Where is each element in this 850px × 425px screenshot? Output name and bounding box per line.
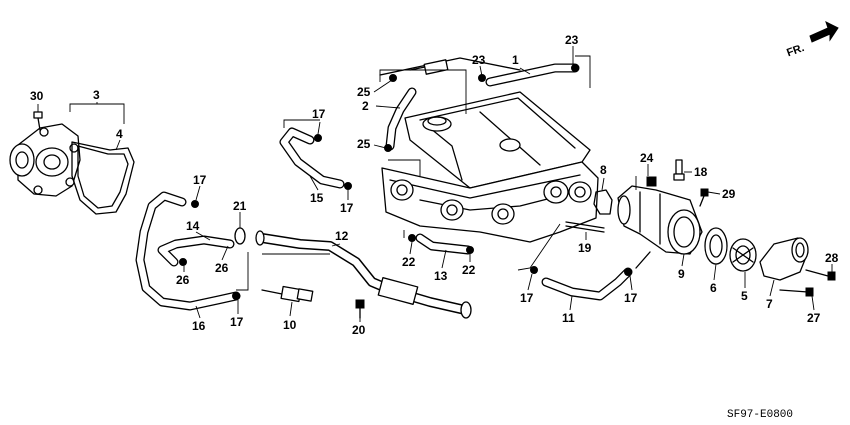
callout-16: 16 xyxy=(192,319,206,333)
callout-13: 13 xyxy=(434,269,448,283)
callout-17b: 17 xyxy=(340,201,354,215)
bolt-20 xyxy=(355,299,365,319)
callout-3: 3 xyxy=(93,88,100,102)
callout-10: 10 xyxy=(283,318,297,332)
water-pump-gasket xyxy=(71,141,135,215)
callout-17c: 17 xyxy=(193,173,207,187)
water-pipe-12 xyxy=(255,230,472,319)
callout-26b: 26 xyxy=(176,273,190,287)
callout-2: 2 xyxy=(362,99,369,113)
temp-sensor-10 xyxy=(261,285,314,303)
stud-19 xyxy=(565,221,605,233)
hose-14 xyxy=(157,235,235,267)
diagram-code: SF97-E0800 xyxy=(727,409,793,421)
callout-11: 11 xyxy=(562,311,575,325)
callout-30: 30 xyxy=(30,89,44,103)
leader-lines xyxy=(37,46,833,322)
callout-24: 24 xyxy=(640,151,654,165)
callout-28: 28 xyxy=(825,251,839,265)
callout-4: 4 xyxy=(116,127,123,141)
callout-7: 7 xyxy=(766,297,773,311)
callout-27: 27 xyxy=(807,311,821,325)
gasket-8 xyxy=(593,189,613,215)
callout-9: 9 xyxy=(678,267,685,281)
front-label: FR. xyxy=(785,42,806,59)
callout-1: 1 xyxy=(512,53,519,67)
callout-21: 21 xyxy=(233,199,247,213)
thermostat-cover-7 xyxy=(759,237,809,281)
callout-26a: 26 xyxy=(215,261,229,275)
bolt-28 xyxy=(805,269,836,281)
callout-22a: 22 xyxy=(402,255,416,269)
callout-5: 5 xyxy=(741,289,748,303)
callout-25a: 25 xyxy=(357,85,371,99)
hose-1 xyxy=(485,63,580,87)
nut-24 xyxy=(646,176,657,187)
callout-8: 8 xyxy=(600,163,607,177)
callout-19: 19 xyxy=(578,241,592,255)
sensor-18 xyxy=(673,159,685,181)
water-pump xyxy=(9,123,81,197)
callout-12: 12 xyxy=(335,229,349,243)
hose-13 xyxy=(415,233,473,255)
callouts: 1 2 3 4 5 6 7 8 9 10 11 12 13 14 15 16 1… xyxy=(30,33,839,337)
callout-29: 29 xyxy=(722,187,736,201)
callout-17a: 17 xyxy=(312,107,326,121)
callout-22b: 22 xyxy=(462,263,476,277)
callout-25b: 25 xyxy=(357,137,371,151)
callout-23b: 23 xyxy=(565,33,579,47)
callout-17e: 17 xyxy=(520,291,534,305)
callout-20: 20 xyxy=(352,323,366,337)
hose-11 xyxy=(541,267,633,301)
callout-17d: 17 xyxy=(230,315,244,329)
callout-18: 18 xyxy=(694,165,708,179)
hose-2 xyxy=(385,87,417,151)
hose-15 xyxy=(279,127,345,189)
bolt-29 xyxy=(699,188,709,207)
callout-23a: 23 xyxy=(472,53,486,67)
hose-16 xyxy=(135,191,241,311)
callout-6: 6 xyxy=(710,281,717,295)
cylinder-head xyxy=(379,57,599,243)
front-arrow: FR. xyxy=(785,21,839,59)
thermostat-5 xyxy=(729,238,757,272)
o-ring-21 xyxy=(234,227,246,245)
callout-15: 15 xyxy=(310,191,324,205)
bolt-27 xyxy=(779,287,814,297)
gasket-6 xyxy=(704,227,728,265)
callout-17f: 17 xyxy=(624,291,638,305)
thermostat-housing-9 xyxy=(617,185,703,269)
callout-14: 14 xyxy=(186,219,200,233)
